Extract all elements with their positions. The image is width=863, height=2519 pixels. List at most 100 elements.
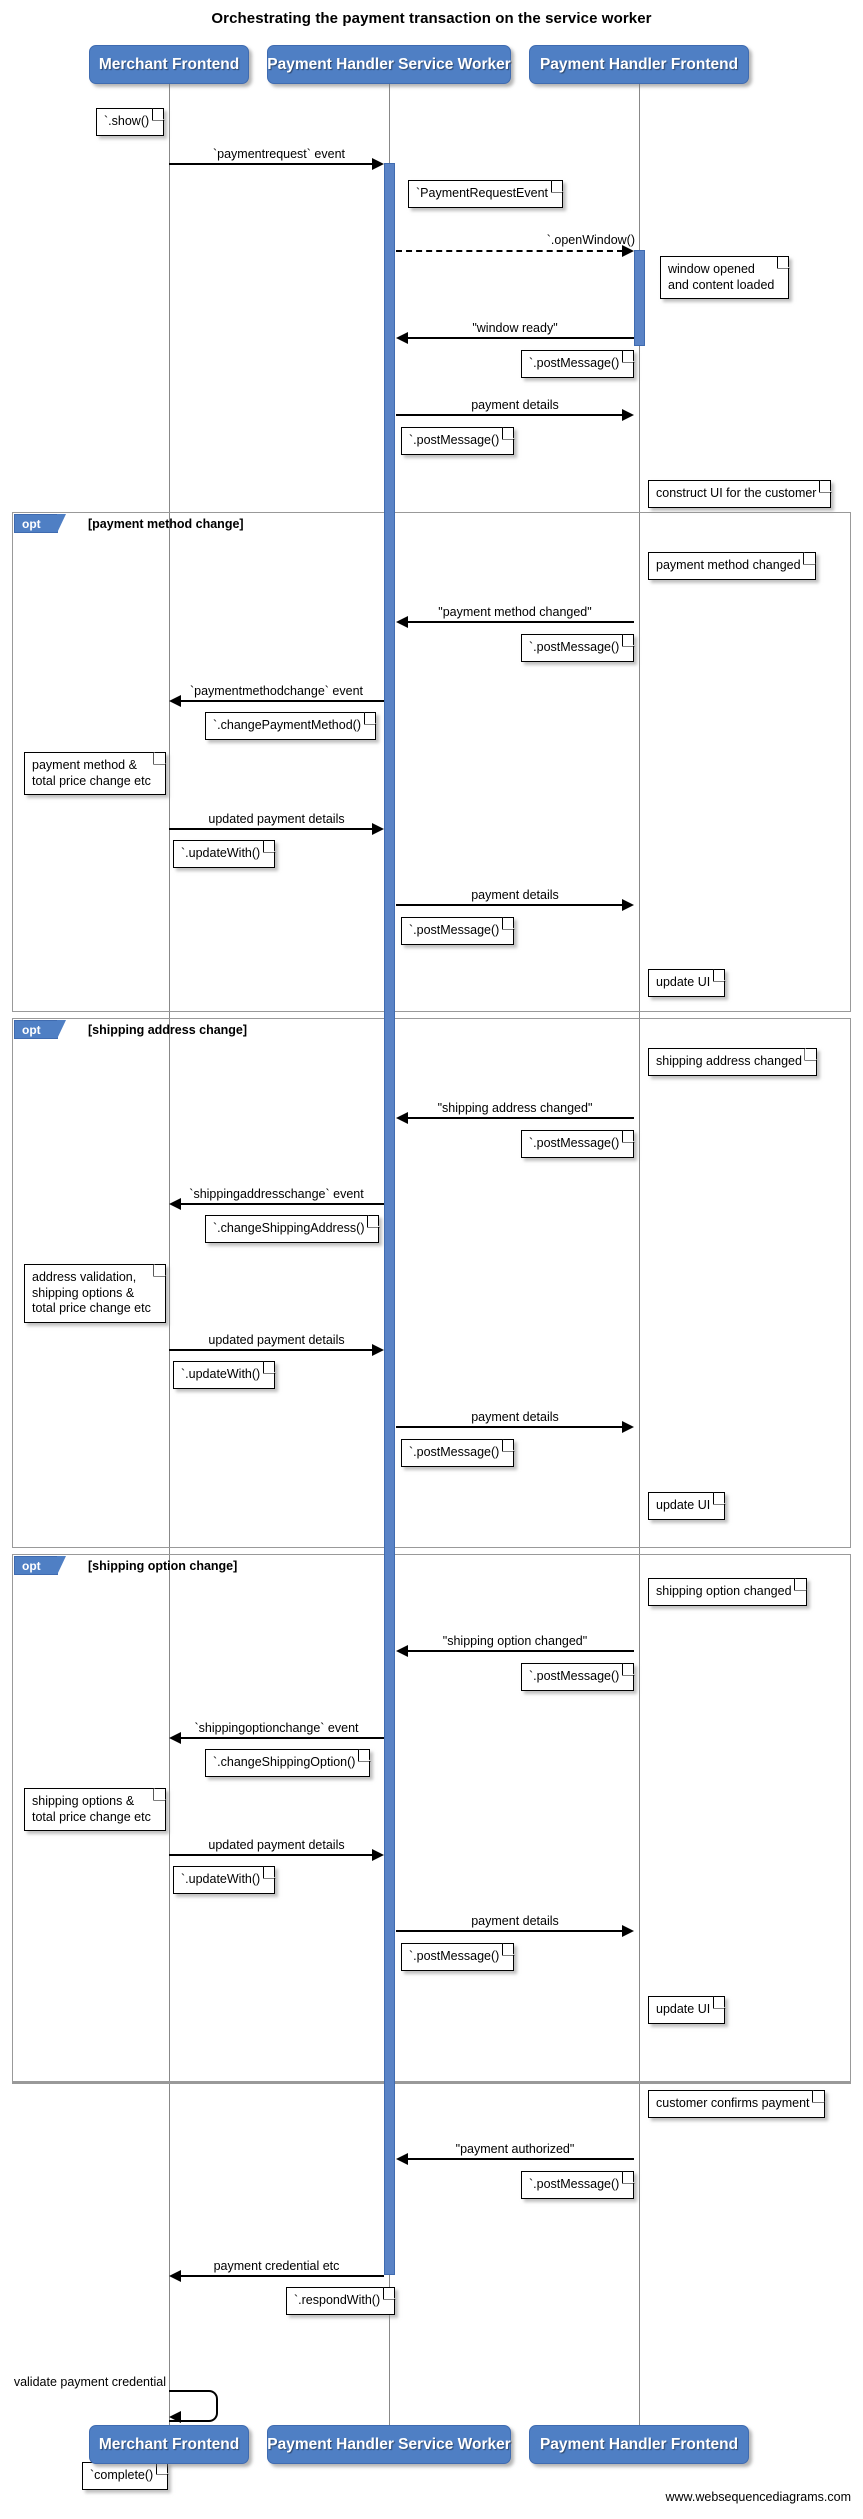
message-label-shippingoptionchange-event: `shippingoptionchange` event [194, 1721, 359, 1735]
actor-label: Merchant Frontend [98, 2435, 240, 2453]
fragment-condition: [shipping option change] [88, 1558, 238, 1573]
message-arrowhead-payment-method-changed [396, 616, 408, 628]
message-label-paymentrequest-event: `paymentrequest` event [212, 147, 345, 161]
actor-label: Merchant Frontend [98, 55, 240, 73]
note-shipping-option-changed: shipping option changed [648, 1578, 807, 1606]
message-line-payment-details-3 [396, 1426, 623, 1428]
note-changepaymentmethod: `.changePaymentMethod() [205, 712, 376, 740]
fragment-condition: [shipping address change] [88, 1022, 248, 1037]
note-update-ui-2: update UI [648, 1492, 726, 1520]
note-updatewith-1: `.updateWith() [173, 840, 276, 868]
lifeline-frontend [639, 84, 640, 2434]
note-postmessage-shipping-option: `.postMessage() [521, 1663, 635, 1691]
message-line-updated-payment-details-2 [169, 1349, 372, 1351]
message-arrowhead-payment-details-2 [622, 899, 634, 911]
fragment-label-shipping-option-change: opt [shipping option change] [14, 1556, 237, 1575]
message-arrowhead-shippingaddresschange-event [169, 1198, 181, 1210]
fragment-opt-shipping-option-change [12, 1554, 851, 2082]
message-arrowhead-payment-details-1 [622, 409, 634, 421]
actor-label: Payment Handler Frontend [539, 2435, 739, 2453]
message-line-payment-method-changed [408, 621, 634, 623]
footer-watermark-url: www.websequencediagrams.com [665, 2490, 851, 2504]
message-arrowhead-shipping-option-changed [396, 1645, 408, 1657]
message-arrowhead-payment-details-4 [622, 1925, 634, 1937]
message-line-openwindow [396, 250, 623, 252]
note-address-validation: address validation, shipping options & t… [24, 1264, 166, 1323]
fragment-condition: [payment method change] [88, 516, 244, 531]
message-line-shippingoptionchange-event [181, 1737, 384, 1739]
message-label-validate-payment-credential: validate payment credential [13, 2375, 166, 2389]
note-shipping-options-total-price: shipping options & total price change et… [24, 1788, 166, 1832]
message-line-shipping-option-changed [408, 1650, 634, 1652]
message-line-updated-payment-details-1 [169, 828, 372, 830]
note-changeshippingoption: `.changeShippingOption() [205, 1749, 371, 1777]
message-label-shippingaddresschange-event: `shippingaddresschange` event [189, 1187, 364, 1201]
message-arrowhead-shipping-address-changed [396, 1112, 408, 1124]
note-update-ui-3: update UI [648, 1996, 726, 2024]
fragment-tag: opt [14, 1020, 66, 1039]
note-postmessage-payment-method: `.postMessage() [521, 634, 635, 662]
message-line-paymentrequest-event [169, 163, 377, 165]
actor-handler-frontend-bottom[interactable]: Payment Handler Frontend [529, 2425, 749, 2464]
lifeline-merchant [169, 84, 170, 2434]
message-arrowhead-shippingoptionchange-event [169, 1732, 181, 1744]
note-postmessage-payment-details-2: `.postMessage() [401, 917, 515, 945]
note-updatewith-3: `.updateWith() [173, 1866, 276, 1894]
note-construct-ui: construct UI for the customer [648, 480, 832, 508]
message-arrowhead-updated-payment-details-3 [372, 1849, 384, 1861]
message-label-updated-payment-details-1: updated payment details [208, 812, 345, 826]
message-label-paymentmethodchange-event: `paymentmethodchange` event [189, 684, 364, 698]
page-title: Orchestrating the payment transaction on… [211, 10, 652, 27]
actor-label: Payment Handler Service Worker [267, 2435, 511, 2453]
note-payment-method-total-price: payment method & total price change etc [24, 752, 166, 796]
message-arrowhead-paymentrequest-event [372, 158, 384, 170]
message-arrowhead-updated-payment-details-1 [372, 823, 384, 835]
note-updatewith-2: `.updateWith() [173, 1361, 276, 1389]
note-paymentrequestevent: `PaymentRequestEvent [408, 180, 564, 208]
message-line-payment-details-1 [396, 414, 623, 416]
message-label-payment-details-1: payment details [471, 398, 559, 412]
note-postmessage-window-ready: `.postMessage() [521, 350, 635, 378]
message-line-payment-details-4 [396, 1930, 623, 1932]
actor-label: Payment Handler Service Worker [267, 55, 511, 73]
message-self-validate-payment-credential [169, 2390, 218, 2422]
message-line-shipping-address-changed [408, 1117, 634, 1119]
actor-merchant-frontend-bottom[interactable]: Merchant Frontend [89, 2425, 249, 2464]
actor-handler-frontend-top[interactable]: Payment Handler Frontend [529, 45, 749, 84]
message-label-updated-payment-details-3: updated payment details [208, 1838, 345, 1852]
message-line-paymentmethodchange-event [181, 700, 384, 702]
fragment-tag: opt [14, 514, 66, 533]
fragment-label-payment-method-change: opt [payment method change] [14, 514, 244, 533]
note-postmessage-payment-details-1: `.postMessage() [401, 427, 515, 455]
note-shipping-address-changed: shipping address changed [648, 1048, 817, 1076]
note-postmessage-payment-details-3: `.postMessage() [401, 1439, 515, 1467]
actor-service-worker-bottom[interactable]: Payment Handler Service Worker [267, 2425, 511, 2464]
message-arrowhead-payment-authorized [396, 2153, 408, 2165]
message-line-payment-authorized [408, 2158, 634, 2160]
activation-service-worker [384, 163, 395, 2275]
message-arrowhead-paymentmethodchange-event [169, 695, 181, 707]
message-arrowhead-window-ready [396, 332, 408, 344]
message-label-window-ready: "window ready" [472, 321, 558, 335]
note-payment-method-changed: payment method changed [648, 552, 816, 580]
actor-service-worker-top[interactable]: Payment Handler Service Worker [267, 45, 511, 84]
message-arrowhead-payment-details-3 [622, 1421, 634, 1433]
message-label-shipping-option-changed: "shipping option changed" [442, 1634, 588, 1648]
message-label-payment-details-2: payment details [471, 888, 559, 902]
section-separator-final [12, 2082, 851, 2084]
note-postmessage-shipping-address: `.postMessage() [521, 1130, 635, 1158]
message-arrowhead-payment-credential-etc [169, 2270, 181, 2282]
message-line-shippingaddresschange-event [181, 1203, 384, 1205]
message-label-shipping-address-changed: "shipping address changed" [437, 1101, 593, 1115]
actor-merchant-frontend-top[interactable]: Merchant Frontend [89, 45, 249, 84]
message-label-payment-method-changed: "payment method changed" [438, 605, 592, 619]
note-changeshippingaddress: `.changeShippingAddress() [205, 1215, 380, 1243]
message-arrowhead-updated-payment-details-2 [372, 1344, 384, 1356]
note-update-ui-1: update UI [648, 969, 726, 997]
fragment-label-shipping-address-change: opt [shipping address change] [14, 1020, 247, 1039]
message-label-payment-details-4: payment details [471, 1914, 559, 1928]
note-complete: `complete() [82, 2462, 169, 2490]
fragment-tag: opt [14, 1556, 66, 1575]
message-label-payment-authorized: "payment authorized" [455, 2142, 575, 2156]
